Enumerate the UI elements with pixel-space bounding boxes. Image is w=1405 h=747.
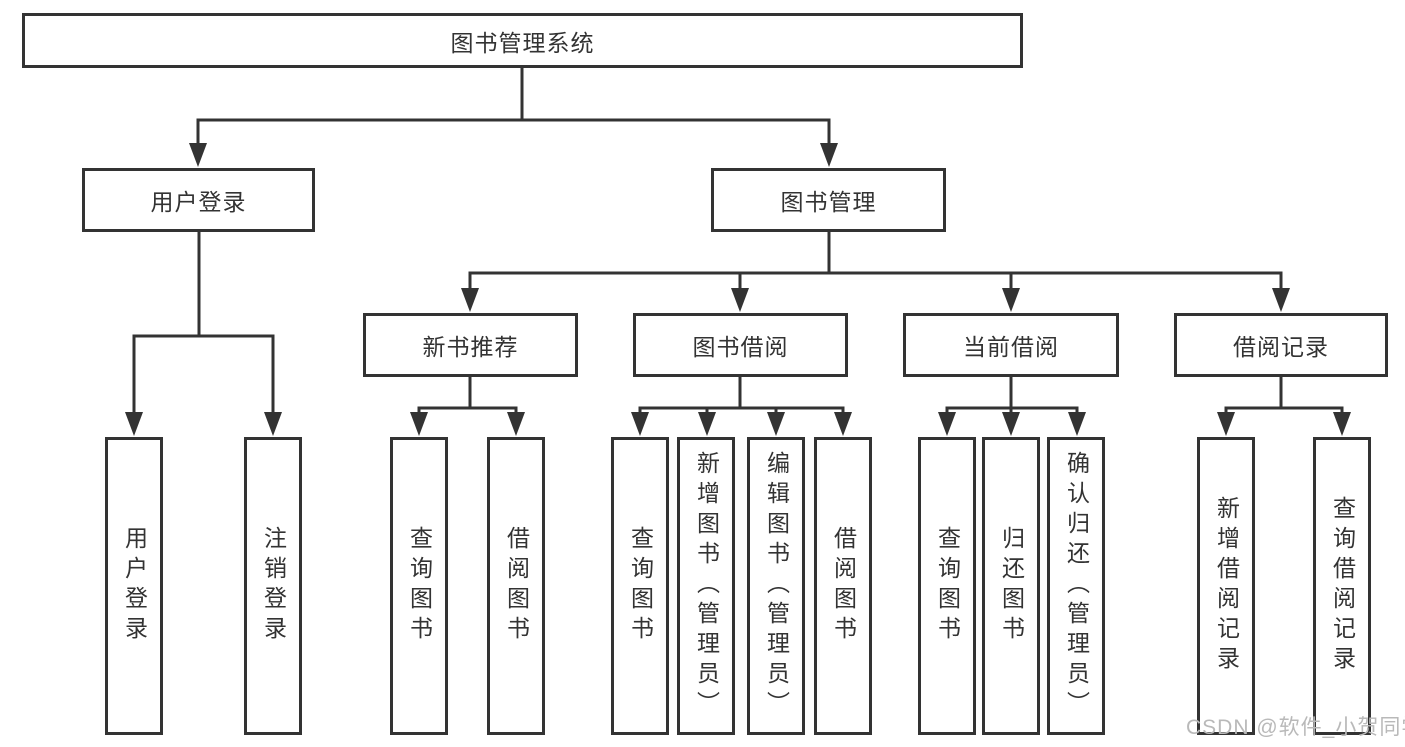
leaf-add-borrow-record: 新增借阅记录 bbox=[1197, 437, 1255, 735]
node-current-borrow: 当前借阅 bbox=[903, 313, 1119, 377]
node-current-borrow-label: 当前借阅 bbox=[963, 334, 1059, 360]
leaf-add-book-admin: 新增图书（管理员） bbox=[677, 437, 735, 735]
leaf-query-borrow-record: 查询借阅记录 bbox=[1313, 437, 1371, 735]
leaf-query-books-borrow: 查询图书 bbox=[611, 437, 669, 735]
node-new-book-recommend: 新书推荐 bbox=[363, 313, 578, 377]
leaf-query-books-current-label: 查询图书 bbox=[934, 526, 961, 646]
leaf-borrow-books: 借阅图书 bbox=[814, 437, 872, 735]
node-user-login: 用户登录 bbox=[82, 168, 315, 232]
leaf-add-borrow-record-label: 新增借阅记录 bbox=[1213, 496, 1240, 676]
node-book-management: 图书管理 bbox=[711, 168, 946, 232]
leaf-logout: 注销登录 bbox=[244, 437, 302, 735]
leaf-edit-book-admin: 编辑图书（管理员） bbox=[747, 437, 805, 735]
leaf-user-login: 用户登录 bbox=[105, 437, 163, 735]
leaf-logout-label: 注销登录 bbox=[260, 526, 287, 646]
leaf-query-books-recommend-label: 查询图书 bbox=[406, 526, 433, 646]
node-new-book-recommend-label: 新书推荐 bbox=[422, 334, 519, 360]
leaf-query-books-current: 查询图书 bbox=[918, 437, 976, 735]
node-borrow-records: 借阅记录 bbox=[1174, 313, 1388, 377]
node-book-borrow-label: 图书借阅 bbox=[692, 334, 789, 360]
node-borrow-records-label: 借阅记录 bbox=[1233, 334, 1329, 360]
node-root-system: 图书管理系统 bbox=[22, 13, 1023, 68]
node-user-login-label: 用户登录 bbox=[150, 189, 247, 215]
leaf-user-login-label: 用户登录 bbox=[121, 526, 148, 646]
leaf-query-books-borrow-label: 查询图书 bbox=[627, 526, 654, 646]
arrowhead-icons bbox=[125, 143, 1351, 436]
leaf-edit-book-admin-label: 编辑图书（管理员） bbox=[763, 451, 790, 721]
leaf-query-books-recommend: 查询图书 bbox=[390, 437, 448, 735]
node-root-label: 图书管理系统 bbox=[450, 29, 595, 56]
leaf-confirm-return-admin-label: 确认归还（管理员） bbox=[1063, 451, 1090, 721]
csdn-watermark: CSDN @软件_小贺同学 bbox=[1186, 716, 1405, 739]
leaf-borrow-books-recommend-label: 借阅图书 bbox=[503, 526, 530, 646]
leaf-return-book: 归还图书 bbox=[982, 437, 1040, 735]
leaf-query-borrow-record-label: 查询借阅记录 bbox=[1329, 496, 1356, 676]
leaf-confirm-return-admin: 确认归还（管理员） bbox=[1047, 437, 1105, 735]
leaf-borrow-books-label: 借阅图书 bbox=[830, 526, 857, 646]
node-book-borrow: 图书借阅 bbox=[633, 313, 848, 377]
leaf-borrow-books-recommend: 借阅图书 bbox=[487, 437, 545, 735]
leaf-add-book-admin-label: 新增图书（管理员） bbox=[693, 451, 720, 721]
leaf-return-book-label: 归还图书 bbox=[998, 526, 1025, 646]
node-book-management-label: 图书管理 bbox=[780, 189, 877, 215]
